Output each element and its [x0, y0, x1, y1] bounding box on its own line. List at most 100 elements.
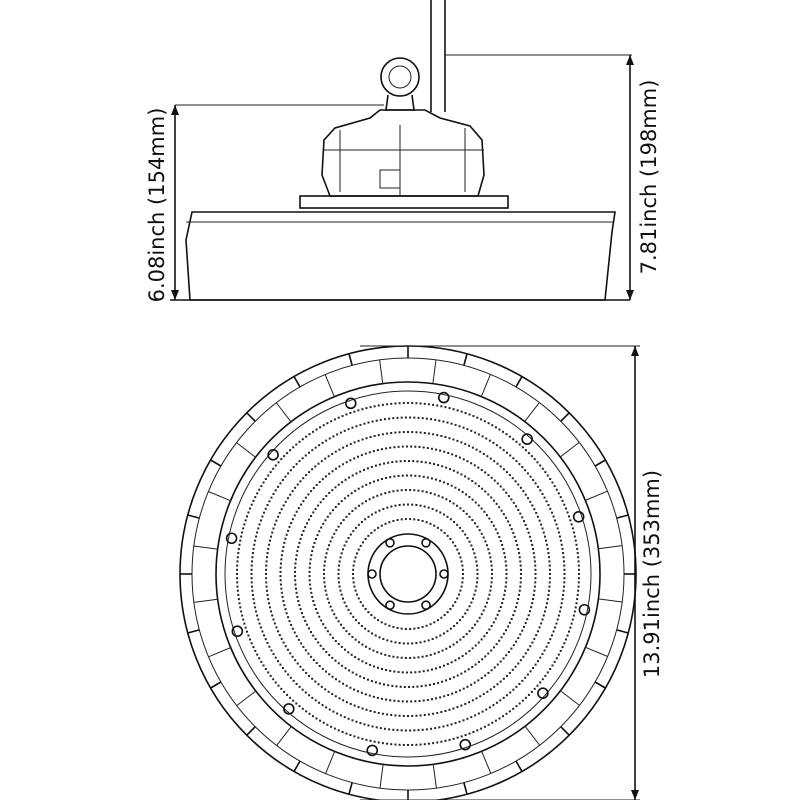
led [361, 660, 364, 663]
led [332, 435, 335, 438]
led [266, 593, 269, 596]
led [383, 418, 386, 421]
led [421, 490, 424, 493]
led [393, 446, 396, 449]
led [362, 541, 365, 544]
led [410, 474, 413, 477]
led [499, 680, 502, 683]
led [277, 515, 280, 518]
fin [193, 545, 218, 550]
led [440, 740, 443, 743]
led [250, 503, 253, 506]
led [536, 684, 539, 687]
led [343, 601, 346, 604]
led [356, 455, 359, 458]
led [337, 502, 340, 505]
led [473, 552, 476, 555]
led [367, 630, 370, 633]
fin [524, 725, 541, 746]
led [523, 520, 526, 523]
led [549, 638, 552, 641]
led [347, 608, 350, 611]
led [275, 626, 278, 629]
led [521, 629, 524, 632]
led [423, 714, 426, 717]
led [543, 496, 546, 499]
fin [210, 681, 222, 689]
led [553, 660, 556, 663]
led [440, 434, 443, 437]
fin [598, 545, 623, 550]
led [333, 613, 336, 616]
led [413, 729, 416, 732]
led [307, 652, 310, 655]
screw [283, 703, 295, 715]
fin [594, 681, 606, 689]
led [445, 647, 448, 650]
led [505, 629, 508, 632]
led [260, 660, 263, 663]
led [498, 609, 501, 612]
led [535, 511, 538, 514]
led [490, 624, 493, 627]
led [461, 491, 464, 494]
led [340, 623, 343, 626]
led [472, 415, 475, 418]
led [264, 507, 267, 510]
led [360, 454, 363, 457]
led [339, 589, 342, 592]
led [515, 539, 518, 542]
body-height-label: 6.08inch (154mm) [145, 108, 169, 303]
led [318, 444, 321, 447]
led [351, 635, 354, 638]
led [403, 460, 406, 463]
led [548, 568, 551, 571]
led [377, 711, 380, 714]
led [563, 573, 566, 575]
led [505, 471, 508, 474]
led [575, 543, 578, 546]
led [564, 507, 567, 510]
dimension-total-height: 7.81inch (198mm) [445, 54, 661, 300]
led [518, 682, 521, 685]
led [499, 606, 502, 609]
led [339, 431, 342, 434]
led [337, 577, 340, 580]
led [321, 667, 324, 670]
hub-screw [439, 569, 449, 579]
led [577, 581, 580, 584]
led [569, 519, 572, 522]
led [536, 461, 539, 464]
led [338, 448, 341, 451]
led [437, 651, 440, 654]
led [484, 655, 487, 658]
led [480, 638, 483, 641]
led [280, 558, 283, 561]
led [238, 543, 241, 546]
led [478, 616, 481, 619]
led [475, 697, 478, 700]
led [477, 433, 480, 436]
led [458, 720, 461, 723]
led [338, 560, 341, 563]
led [323, 577, 326, 580]
led [397, 700, 400, 703]
led [373, 529, 376, 532]
led [258, 488, 261, 491]
led [354, 489, 357, 492]
led [466, 717, 469, 720]
led [515, 705, 518, 708]
led [454, 659, 457, 662]
led [442, 481, 445, 484]
led [408, 685, 411, 688]
led [315, 717, 318, 720]
led [352, 530, 355, 533]
led [470, 683, 473, 686]
led [236, 564, 239, 567]
led [310, 490, 313, 493]
fin [348, 353, 353, 366]
led [492, 704, 495, 707]
led [476, 416, 479, 419]
led [279, 663, 282, 666]
led [542, 614, 545, 617]
